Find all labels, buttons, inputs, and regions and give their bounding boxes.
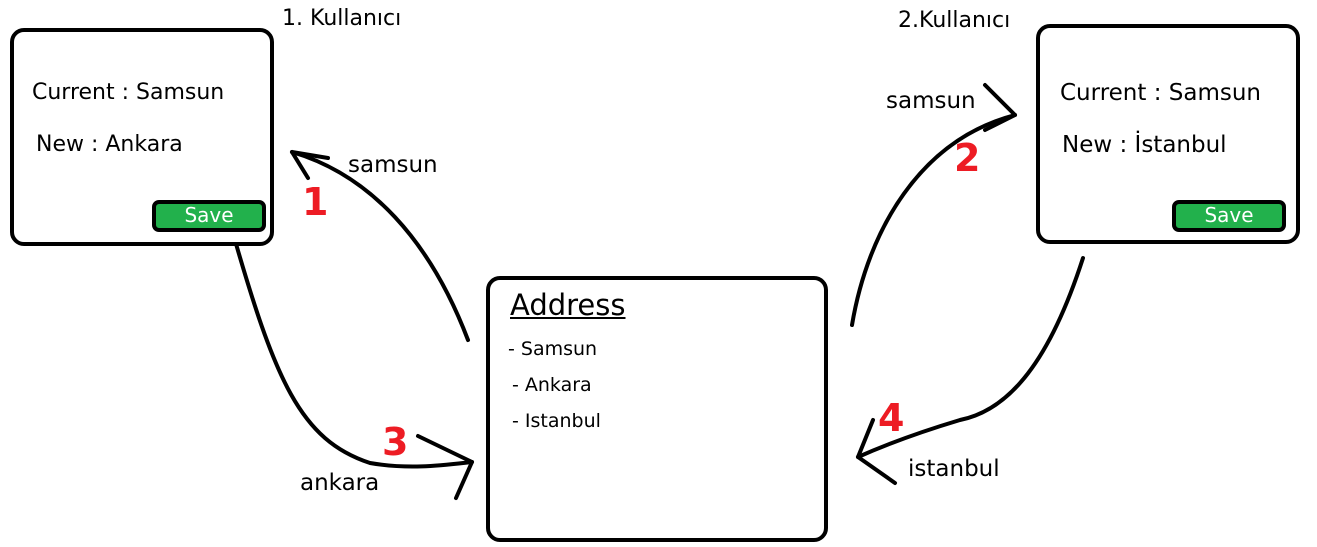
address-panel: Address - Samsun - Ankara - Istanbul [486, 276, 828, 542]
arrow-4 [856, 256, 1085, 459]
user1-save-button[interactable]: Save [152, 200, 266, 232]
user1-panel: Current : Samsun New : Ankara Save [10, 28, 274, 246]
user2-save-button[interactable]: Save [1172, 200, 1286, 232]
user1-title: 1. Kullanıcı [282, 6, 402, 31]
user2-current: Current : Samsun [1060, 80, 1261, 106]
address-item-ankara: - Ankara [512, 374, 592, 396]
arrow-2-head [983, 83, 1017, 132]
address-item-istanbul: - Istanbul [512, 410, 601, 432]
arrow-3-label: ankara [300, 470, 380, 496]
step-1: 1 [302, 180, 329, 224]
arrow-4-head [856, 418, 897, 485]
user2-new: New : İstanbul [1062, 132, 1227, 158]
arrow-1-head [290, 150, 330, 180]
user2-panel: Current : Samsun New : İstanbul Save [1036, 24, 1300, 244]
arrow-2-label: samsun [886, 88, 976, 114]
user2-title: 2.Kullanıcı [898, 8, 1011, 33]
arrow-3-head [416, 434, 474, 500]
arrow-1 [290, 150, 470, 342]
address-item-samsun: - Samsun [508, 338, 598, 360]
step-3: 3 [382, 420, 409, 464]
arrow-2 [850, 113, 1017, 327]
step-2: 2 [954, 136, 981, 180]
arrow-3 [230, 228, 474, 469]
address-title: Address [510, 288, 626, 322]
step-4: 4 [878, 396, 905, 440]
arrow-4-label: istanbul [908, 456, 1000, 482]
user1-new: New : Ankara [36, 132, 183, 157]
arrow-1-label: samsun [348, 152, 438, 178]
user1-current: Current : Samsun [32, 80, 225, 105]
